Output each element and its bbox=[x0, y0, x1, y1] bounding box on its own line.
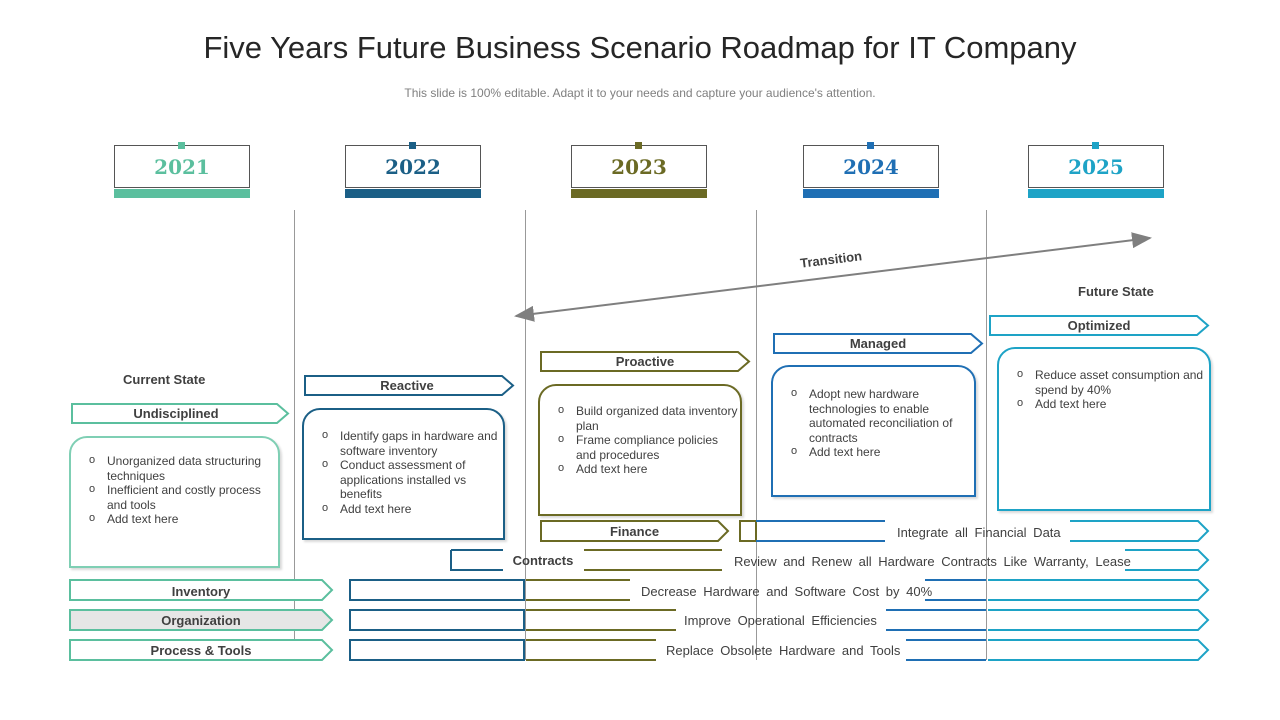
row-label-inventory: Inventory bbox=[171, 584, 231, 599]
current-state-label: Current State bbox=[123, 372, 206, 387]
year-2023-tag: 2023 bbox=[571, 142, 707, 199]
card-bullet: Frame compliance policies and procedures bbox=[540, 432, 740, 462]
card-bullet: Add text here bbox=[71, 511, 278, 527]
row-label-process: Process & Tools bbox=[150, 643, 252, 658]
year-label: 2025 bbox=[1068, 155, 1124, 179]
card-bullet: Reduce asset consumption and spend by 40… bbox=[999, 367, 1209, 397]
row-label-contracts: Contracts bbox=[512, 553, 574, 568]
stage-label: Reactive bbox=[380, 378, 434, 393]
card-optimized: Reduce asset consumption and spend by 40… bbox=[997, 347, 1211, 511]
card-bullet: Add text here bbox=[304, 501, 503, 517]
card-bullet: Add text here bbox=[999, 396, 1209, 412]
stage-proactive: Proactive bbox=[540, 351, 751, 372]
row-text-contracts: Review and Renew all Hardware Contracts … bbox=[734, 554, 1131, 569]
card-bullet: Identify gaps in hardware and software i… bbox=[304, 428, 503, 458]
card-managed: Adopt new hardware technologies to enabl… bbox=[771, 365, 976, 497]
stage-undisciplined: Undisciplined bbox=[71, 403, 290, 424]
stage-label: Optimized bbox=[1067, 318, 1131, 333]
card-bullet: Conduct assessment of applications insta… bbox=[304, 457, 503, 502]
slide-title: Five Years Future Business Scenario Road… bbox=[203, 30, 1077, 65]
row-text-process: Replace Obsolete Hardware and Tools bbox=[666, 643, 901, 658]
card-proactive: Build organized data inventory plan Fram… bbox=[538, 384, 742, 516]
year-2021-tag: 2021 bbox=[114, 142, 250, 199]
stage-reactive: Reactive bbox=[304, 375, 515, 396]
year-label: 2021 bbox=[154, 155, 210, 179]
slide-subtitle: This slide is 100% editable. Adapt it to… bbox=[404, 86, 876, 100]
card-bullet: Add text here bbox=[540, 461, 740, 477]
future-state-label: Future State bbox=[1078, 284, 1154, 299]
year-2025-tag: 2025 bbox=[1028, 142, 1164, 199]
card-bullet: Build organized data inventory plan bbox=[540, 403, 740, 433]
column-divider bbox=[294, 210, 295, 660]
year-label: 2022 bbox=[385, 155, 441, 179]
card-bullet: Inefficient and costly process and tools bbox=[71, 482, 278, 512]
stage-label: Managed bbox=[849, 336, 907, 351]
stage-label: Undisciplined bbox=[133, 406, 219, 421]
card-bullet: Adopt new hardware technologies to enabl… bbox=[773, 386, 974, 445]
row-text-inventory: Decrease Hardware and Software Cost by 4… bbox=[641, 584, 933, 599]
column-divider bbox=[525, 210, 526, 660]
card-bullet: Add text here bbox=[773, 444, 974, 460]
year-label: 2023 bbox=[611, 155, 667, 179]
card-bullet: Unorganized data structuring techniques bbox=[71, 453, 278, 483]
year-2024-tag: 2024 bbox=[803, 142, 939, 199]
row-label-finance: Finance bbox=[609, 524, 660, 539]
year-2022-tag: 2022 bbox=[345, 142, 481, 199]
column-divider bbox=[756, 210, 757, 660]
stage-label: Proactive bbox=[615, 354, 675, 369]
row-label-organization: Organization bbox=[161, 613, 241, 628]
card-reactive: Identify gaps in hardware and software i… bbox=[302, 408, 505, 540]
year-label: 2024 bbox=[843, 155, 899, 179]
stage-optimized: Optimized bbox=[989, 315, 1210, 336]
stage-managed: Managed bbox=[773, 333, 984, 354]
row-text-finance: Integrate all Financial Data bbox=[897, 525, 1061, 540]
column-divider bbox=[986, 210, 987, 660]
row-text-organization: Improve Operational Efficiencies bbox=[684, 613, 877, 628]
card-undisciplined: Unorganized data structuring techniques … bbox=[69, 436, 280, 568]
